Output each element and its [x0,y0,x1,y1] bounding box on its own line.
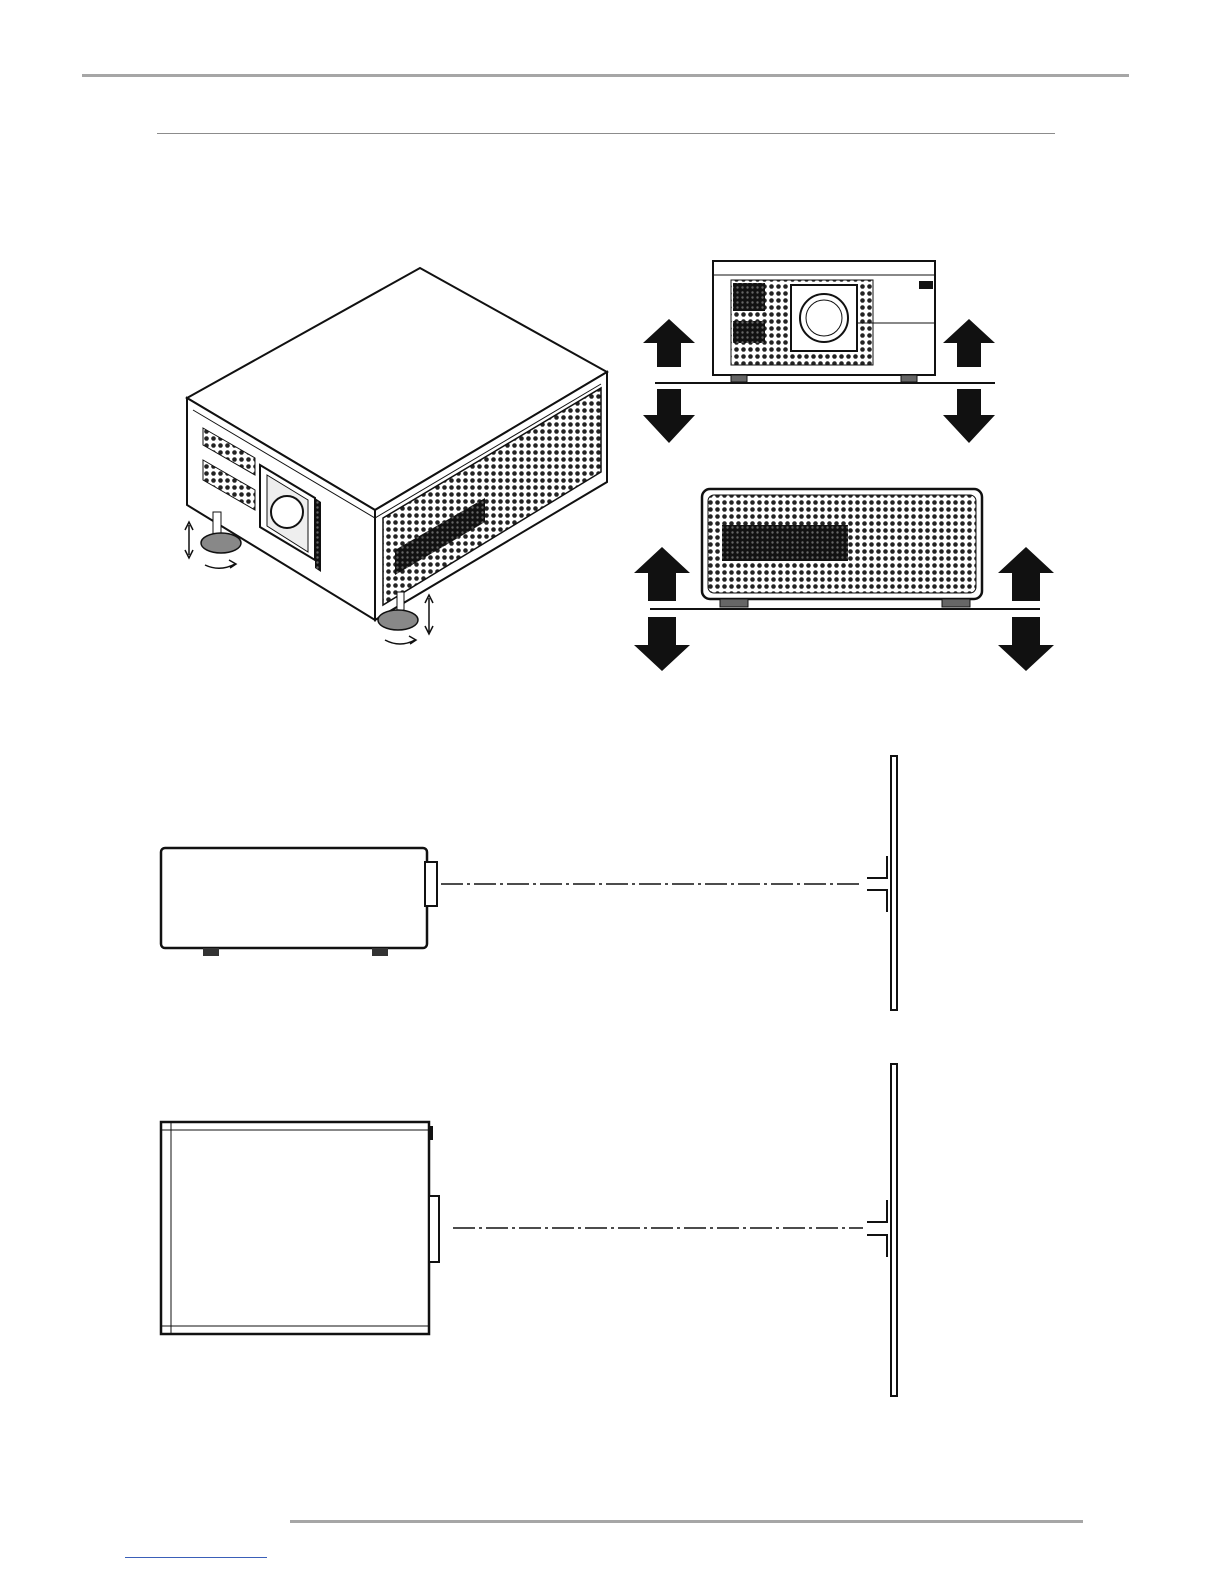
projector-front-view-figure [635,255,1015,445]
top-view-projection-figure [155,1060,915,1400]
footer-link-underline[interactable] [125,1557,267,1558]
projector-isometric-figure [175,260,635,660]
side-view-projection-figure [155,752,915,1022]
header-rule [82,74,1129,77]
section-rule [157,133,1055,134]
footer-rule [290,1520,1083,1523]
projector-side-view-figure [630,485,1060,675]
